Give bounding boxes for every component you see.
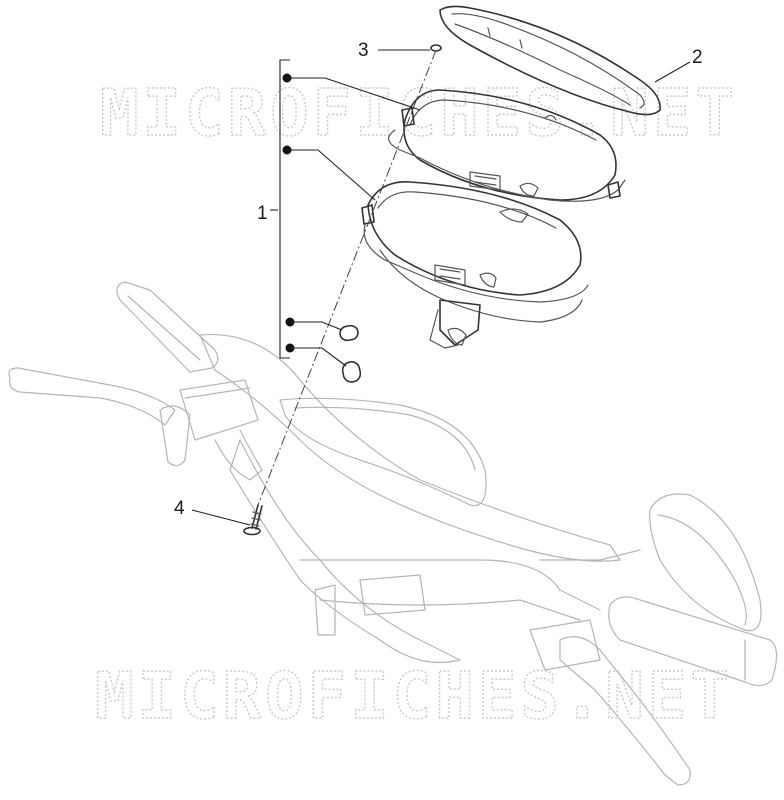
- instrument-cluster-upper: [388, 89, 626, 202]
- instrument-bezel: [439, 5, 661, 116]
- bulb-upper: [339, 324, 359, 342]
- screw: [243, 504, 263, 536]
- callout-label-2: 2: [692, 47, 703, 68]
- callout-group-3: 3: [358, 40, 430, 61]
- watermark-top: MICROFICHES.NET: [100, 77, 738, 151]
- bulb-lower: [341, 361, 362, 383]
- watermark-bottom: MICROFICHES.NET: [95, 660, 733, 734]
- callout-label-3: 3: [358, 40, 369, 61]
- callout-group-4: 4: [174, 498, 251, 526]
- handlebar-assembly: [8, 281, 778, 786]
- callout-label-1: 1: [257, 203, 268, 224]
- callout-group-1: 1: [257, 59, 421, 367]
- callout-group-2: 2: [654, 47, 703, 83]
- instrument-cluster-lower: [361, 181, 589, 349]
- assembly-axis: [257, 49, 437, 506]
- callout-label-4: 4: [174, 498, 185, 519]
